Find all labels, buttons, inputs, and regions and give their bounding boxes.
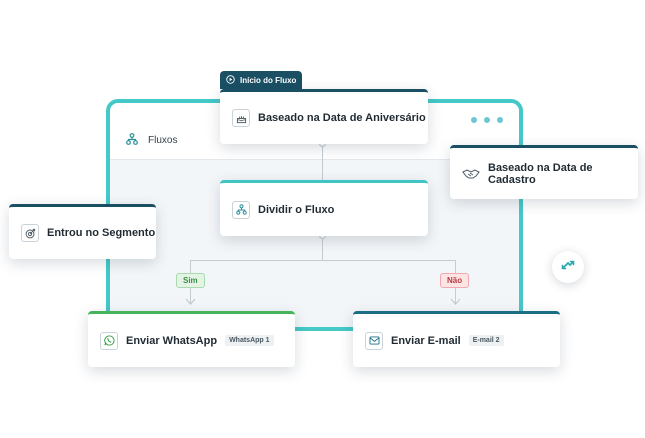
trigger-signup-card[interactable]: Baseado na Data de Cadastro xyxy=(450,145,638,199)
window-dot xyxy=(484,117,490,123)
sync-button[interactable] xyxy=(552,251,584,283)
window-dot xyxy=(471,117,477,123)
send-email-label: Enviar E-mail xyxy=(391,334,461,347)
mail-icon xyxy=(365,331,383,350)
fluxos-nav[interactable]: Fluxos xyxy=(126,133,177,148)
play-icon xyxy=(226,74,235,86)
flow-start-label: Início do Fluxo xyxy=(240,75,297,85)
connector-top xyxy=(322,144,323,180)
arrow-down-icon xyxy=(450,298,461,305)
flow-start-tab: Início do Fluxo xyxy=(220,71,302,89)
segment-entry-label: Entrou no Segmento xyxy=(47,227,156,239)
connector-split-horizontal xyxy=(190,260,456,261)
send-whatsapp-card[interactable]: Enviar WhatsApp WhatsApp 1 xyxy=(88,311,295,367)
trigger-birthday-label: Baseado na Data de Aniversário xyxy=(258,112,426,124)
branch-no-badge: Não xyxy=(440,273,470,288)
split-flow-card[interactable]: Dividir o Fluxo xyxy=(220,180,428,236)
handshake-icon xyxy=(462,164,480,183)
split-icon xyxy=(232,200,250,219)
send-whatsapp-label: Enviar WhatsApp xyxy=(126,334,218,347)
trigger-signup-label: Baseado na Data de Cadastro xyxy=(488,161,593,186)
cake-icon xyxy=(232,109,250,127)
target-icon xyxy=(21,224,39,242)
connector-split-vertical xyxy=(322,236,323,260)
email-template-tag: E-mail 2 xyxy=(468,335,504,346)
split-flow-label: Dividir o Fluxo xyxy=(258,203,335,216)
sync-arrows-icon xyxy=(561,258,575,276)
window-dots xyxy=(471,117,503,123)
segment-entry-card[interactable]: Entrou no Segmento xyxy=(9,204,156,259)
trigger-birthday-card[interactable]: Baseado na Data de Aniversário xyxy=(220,89,428,144)
whatsapp-template-tag: WhatsApp 1 xyxy=(225,335,274,346)
arrow-down-icon xyxy=(185,298,196,305)
whatsapp-icon xyxy=(100,331,118,350)
fluxos-label: Fluxos xyxy=(148,135,178,146)
flow-icon xyxy=(126,133,138,148)
window-dot xyxy=(497,117,503,123)
send-email-card[interactable]: Enviar E-mail E-mail 2 xyxy=(353,311,560,367)
branch-yes-badge: Sim xyxy=(176,273,205,288)
